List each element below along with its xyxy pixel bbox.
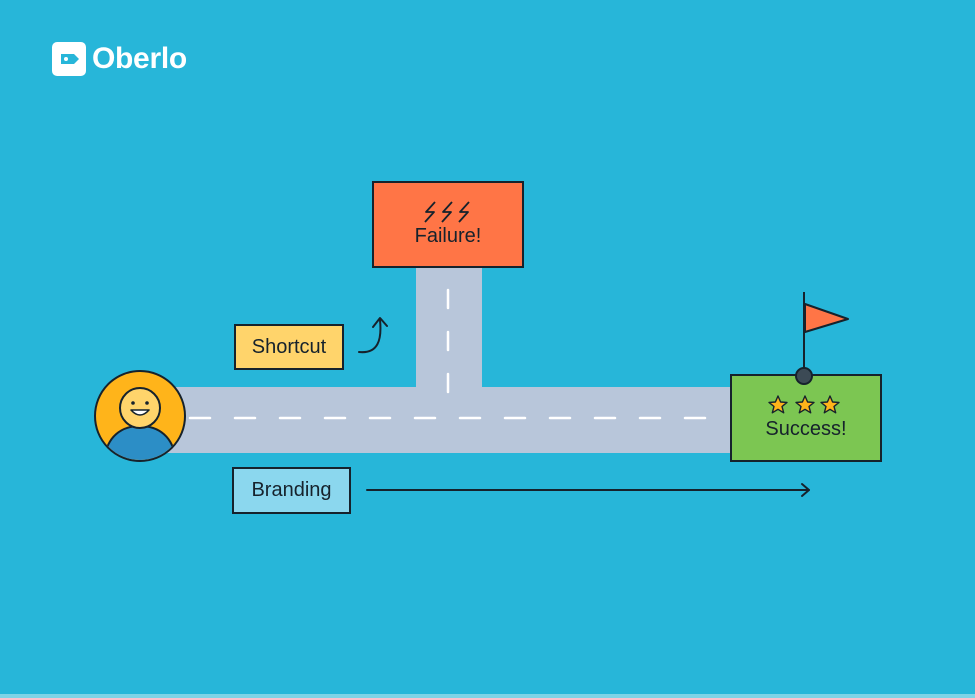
shortcut-arrow-icon: [358, 317, 388, 354]
main-road: [160, 387, 735, 453]
branding-label: Branding: [232, 467, 351, 514]
person-avatar: [94, 370, 186, 462]
success-label: Success!: [765, 418, 847, 440]
road-dashes: [188, 288, 707, 420]
lightning-bolts-icon: [424, 201, 470, 223]
bottom-strip: [0, 694, 975, 698]
shortcut-label: Shortcut: [234, 324, 344, 370]
brand-name: Oberlo: [92, 42, 187, 75]
three-stars-icon: [768, 395, 840, 414]
tag-icon: [52, 42, 86, 76]
oberlo-logo: Oberlo: [52, 42, 187, 76]
branding-arrow-icon: [366, 483, 810, 497]
failure-box: [372, 181, 524, 268]
success-box: [730, 374, 882, 462]
branch-road: [416, 265, 482, 388]
failure-label: Failure!: [414, 225, 482, 247]
flag-icon: [795, 292, 849, 385]
